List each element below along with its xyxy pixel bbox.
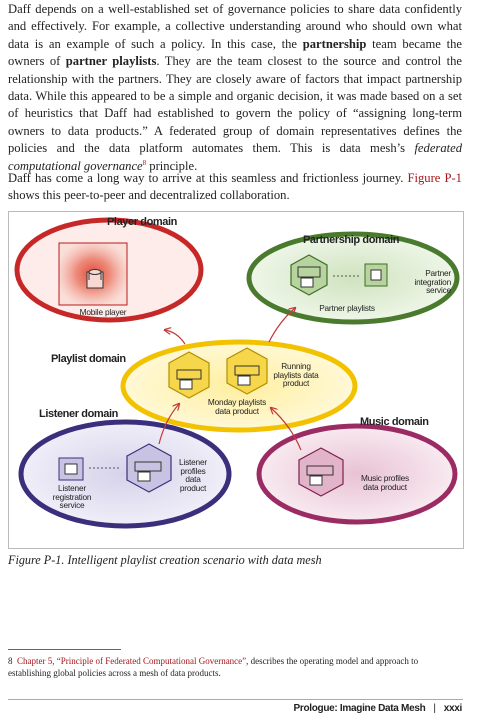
paragraph-text: principle.: [146, 158, 198, 173]
footnote-divider: [8, 649, 121, 650]
label-line: Listener: [179, 457, 207, 467]
label-line: data product: [363, 481, 407, 492]
diagram-canvas: [14, 217, 460, 529]
label-line: service: [59, 500, 85, 511]
label-line: data product: [215, 405, 259, 416]
body-paragraph-journey: Daff has come a long way to arrive at th…: [8, 170, 462, 205]
figure-caption: Figure P-1. Intelligent playlist creatio…: [8, 553, 322, 567]
partner-integration-service-icon: [364, 263, 388, 287]
partner-integration-label: Partner integration service: [381, 269, 451, 295]
label-line: playlists data: [273, 369, 319, 380]
paragraph-text: Daff has come a long way to arrive at th…: [8, 171, 408, 185]
arrow-music-to-playlist: [271, 408, 302, 451]
label-line: Partner playlists: [319, 303, 375, 313]
figure-link[interactable]: Figure P-1: [407, 171, 462, 185]
footer-separator: |: [433, 703, 436, 714]
label-line: Listener: [58, 483, 86, 493]
label-line: service: [426, 285, 451, 296]
label-line: product: [282, 378, 310, 389]
footnote-text: , describes the operating model and appr…: [8, 656, 419, 679]
partnership-domain-ellipse: [246, 231, 460, 325]
paragraph-text: . They are the team closest to the sourc…: [8, 54, 462, 156]
footer-divider: [8, 699, 463, 700]
label-line: Music profiles: [361, 473, 409, 483]
listener-registration-label: Listener registration service: [47, 484, 97, 510]
listener-profiles-hexagon: [126, 443, 172, 493]
footnote-number: 8: [8, 656, 13, 666]
label-line: Partner: [425, 268, 451, 278]
partnership-domain-label: Partnership domain: [303, 234, 400, 246]
bold-partner-playlists: partner playlists: [65, 54, 157, 69]
running-playlists-hexagon: [226, 347, 268, 395]
music-profiles-hexagon: [298, 447, 344, 497]
monday-playlists-hexagon: [168, 351, 210, 399]
music-profiles-label: Music profiles data product: [347, 474, 423, 491]
monday-playlists-label: Monday playlists data product: [197, 398, 277, 415]
body-paragraph-governance: Daff depends on a well-established set o…: [8, 1, 462, 175]
label-line: data: [185, 474, 201, 485]
label-line: integration: [414, 276, 451, 287]
playlist-domain-label: Playlist domain: [51, 353, 126, 365]
label-line: Running: [281, 361, 311, 371]
mobile-player-icon: [86, 269, 104, 289]
listener-registration-icon: [58, 457, 84, 481]
label-line: Mobile player: [79, 307, 127, 317]
italic-governance-term: federated computational governance: [8, 141, 462, 173]
music-domain-ellipse: [256, 423, 458, 525]
music-domain-label: Music domain: [360, 416, 429, 428]
footnote: 8 Chapter 5, “Principle of Federated Com…: [8, 655, 463, 680]
footnote-marker[interactable]: 8: [142, 158, 147, 167]
page-number: xxxi: [443, 703, 463, 714]
partner-playlists-hexagon: [290, 254, 328, 296]
figure-p1-diagram: Player domain Partnership domain Playlis…: [8, 211, 464, 549]
running-playlists-label: Running playlists data product: [267, 362, 325, 388]
arrow-listener-to-playlist: [158, 404, 179, 445]
listener-domain-ellipse: [18, 419, 232, 529]
listener-profiles-label: Listener profiles data product: [171, 458, 215, 492]
paragraph-text: Daff depends on a well-established set o…: [8, 2, 462, 51]
paragraph-text: shows this peer-to-peer and decentralize…: [8, 188, 290, 203]
partner-playlists-label: Partner playlists: [297, 304, 397, 313]
listener-domain-label: Listener domain: [39, 408, 118, 420]
player-domain-label: Player domain: [107, 216, 177, 228]
arrow-playlist-to-partner: [268, 308, 295, 343]
page-footer: Prologue: Imagine Data Mesh | xxxi: [293, 703, 462, 714]
mobile-player-label: Mobile player: [63, 308, 143, 317]
label-line: profiles: [180, 465, 206, 476]
label-line: registration: [52, 491, 92, 502]
paragraph-text: team became the owners of: [8, 36, 462, 69]
arrow-playlist-to-player: [165, 330, 186, 345]
bold-partnership: partnership: [302, 36, 367, 51]
label-line: Monday playlists: [207, 397, 267, 407]
running-title: Prologue: Imagine Data Mesh: [293, 703, 426, 714]
footnote-chapter-link[interactable]: Chapter 5, “Principle of Federated Compu…: [17, 656, 247, 666]
label-line: product: [179, 482, 207, 493]
